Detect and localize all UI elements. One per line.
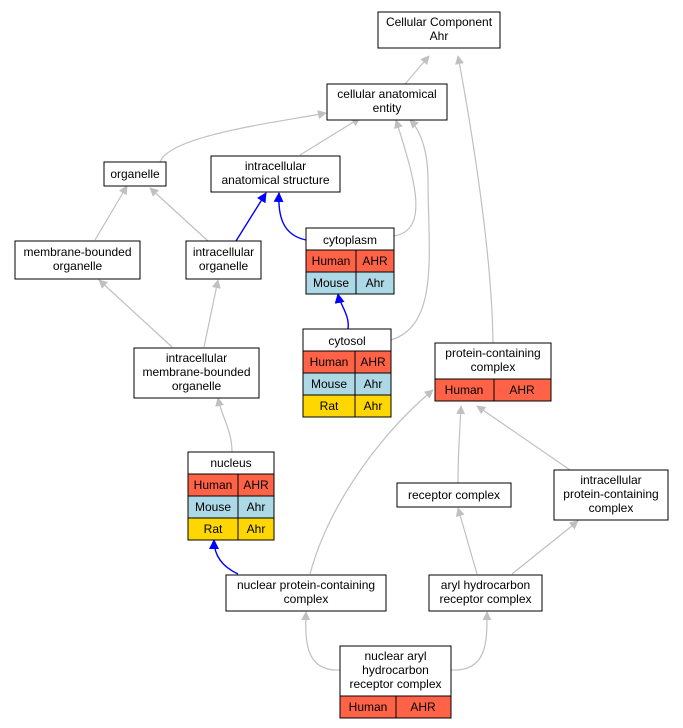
node-intracellular-anatomical-structure[interactable]: intracellular anatomical structure bbox=[210, 155, 341, 193]
node-label: intracellular bbox=[193, 245, 254, 259]
node-nuclear-protein-containing-complex[interactable]: nuclear protein-containing complex bbox=[225, 574, 387, 612]
edge-ahrc-to-rc bbox=[455, 507, 478, 575]
node-membrane-bounded-organelle[interactable]: membrane-bounded organelle bbox=[14, 240, 141, 280]
node-label: complex bbox=[284, 592, 329, 606]
node-label: complex bbox=[471, 360, 516, 374]
node-title: nucleus bbox=[210, 456, 251, 470]
row-rat bbox=[303, 395, 391, 417]
row-human bbox=[435, 379, 551, 401]
edge-nahrc-to-ahrc bbox=[450, 611, 492, 671]
species-label: Mouse bbox=[311, 377, 347, 391]
gene-label: AHR bbox=[362, 254, 388, 268]
gene-label: AHR bbox=[243, 478, 269, 492]
row-mouse bbox=[303, 373, 391, 395]
edge-cytoplasm-to-ias bbox=[273, 192, 307, 241]
edge-io-to-organelle bbox=[149, 187, 209, 242]
edges bbox=[94, 55, 579, 671]
node-receptor-complex[interactable]: receptor complex bbox=[396, 482, 512, 508]
node-title: cytosol bbox=[328, 334, 365, 348]
node-label: receptor complex bbox=[439, 592, 531, 606]
edge-imbo-to-mbo bbox=[98, 279, 173, 348]
node-label: receptor complex bbox=[349, 677, 441, 691]
edge-ipcc-to-pcc bbox=[476, 405, 571, 471]
node-label: organelle bbox=[199, 259, 249, 273]
node-cellular-anatomical-entity[interactable]: cellular anatomical entity bbox=[326, 83, 448, 121]
node-label: entity bbox=[373, 101, 402, 115]
edge-ahrc-to-ipcc bbox=[511, 520, 579, 575]
species-label: Human bbox=[310, 355, 349, 369]
node-title: cytoplasm bbox=[323, 233, 377, 247]
edge-ias-to-cae bbox=[299, 117, 361, 156]
row-human bbox=[306, 250, 394, 272]
node-label: intracellular bbox=[166, 351, 227, 365]
gene-label: AHR bbox=[360, 355, 386, 369]
node-nuclear-aryl-hydrocarbon-receptor-complex[interactable]: nuclear aryl hydrocarbon receptor comple… bbox=[339, 645, 452, 719]
edge-io-to-ias bbox=[235, 192, 267, 242]
edge-cytoplasm-to-cae bbox=[393, 119, 417, 237]
node-label: complex bbox=[589, 501, 634, 515]
row-human bbox=[303, 351, 391, 373]
node-label: intracellular bbox=[580, 473, 641, 487]
node-label: Cellular Component bbox=[386, 15, 493, 29]
edge-pcc-to-root bbox=[455, 55, 494, 344]
row-mouse bbox=[306, 272, 394, 294]
species-label: Rat bbox=[204, 522, 223, 536]
species-label: Human bbox=[349, 700, 388, 714]
species-label: Human bbox=[312, 254, 351, 268]
node-label: nuclear protein-containing bbox=[237, 578, 375, 592]
species-label: Mouse bbox=[195, 500, 231, 514]
node-label: protein-containing bbox=[445, 346, 540, 360]
node-label: intracellular bbox=[245, 159, 306, 173]
node-aryl-hydrocarbon-receptor-complex[interactable]: aryl hydrocarbon receptor complex bbox=[428, 574, 543, 612]
node-cellular-component[interactable]: Cellular Component Ahr bbox=[377, 11, 501, 49]
node-intracellular-protein-containing-complex[interactable]: intracellular protein-containing complex bbox=[553, 469, 669, 521]
edge-organelle-to-cae bbox=[159, 110, 327, 163]
node-organelle[interactable]: organelle bbox=[103, 161, 167, 187]
edge-cae-to-root bbox=[404, 55, 430, 85]
edge-nucleus-to-imbo bbox=[215, 397, 233, 453]
node-label: protein-containing bbox=[563, 487, 658, 501]
species-label: Mouse bbox=[313, 276, 349, 290]
species-label: Human bbox=[445, 383, 484, 397]
species-label: Human bbox=[194, 478, 233, 492]
node-label: anatomical structure bbox=[221, 173, 329, 187]
node-label: receptor complex bbox=[408, 488, 500, 502]
gene-label: Ahr bbox=[247, 522, 266, 536]
node-label: Ahr bbox=[430, 29, 449, 43]
node-label: organelle bbox=[172, 379, 222, 393]
gene-label: Ahr bbox=[364, 399, 383, 413]
node-label: organelle bbox=[110, 167, 160, 181]
node-label: membrane-bounded bbox=[23, 245, 131, 259]
node-label: nuclear aryl bbox=[364, 649, 426, 663]
gene-label: Ahr bbox=[366, 276, 385, 290]
edge-nahrc-to-npcc bbox=[301, 611, 341, 671]
species-label: Rat bbox=[320, 399, 339, 413]
row-human bbox=[188, 474, 274, 496]
node-label: membrane-bounded bbox=[142, 365, 250, 379]
node-protein-containing-complex[interactable]: protein-containing complex Human AHR bbox=[434, 342, 552, 402]
edge-mbo-to-organelle bbox=[94, 185, 128, 241]
node-label: cellular anatomical bbox=[337, 87, 436, 101]
gene-label: AHR bbox=[509, 383, 535, 397]
row-mouse bbox=[188, 496, 274, 518]
node-nucleus[interactable]: nucleus Human AHR Mouse Ahr Rat Ahr bbox=[187, 451, 275, 541]
gene-label: AHR bbox=[410, 700, 436, 714]
edge-cytosol-to-cytoplasm bbox=[334, 293, 349, 330]
gene-label: Ahr bbox=[247, 500, 266, 514]
node-label: aryl hydrocarbon bbox=[441, 578, 530, 592]
edge-imbo-to-io bbox=[203, 279, 221, 348]
edge-npcc-to-pcc bbox=[309, 389, 434, 575]
edge-rc-to-pcc bbox=[456, 405, 466, 484]
node-label: hydrocarbon bbox=[362, 663, 429, 677]
node-label: organelle bbox=[53, 259, 103, 273]
node-intracellular-membrane-bounded-organelle[interactable]: intracellular membrane-bounded organelle bbox=[133, 347, 260, 399]
gene-label: Ahr bbox=[364, 377, 383, 391]
node-intracellular-organelle[interactable]: intracellular organelle bbox=[185, 240, 262, 280]
node-cytosol[interactable]: cytosol Human AHR Mouse Ahr Rat Ahr bbox=[302, 328, 392, 418]
edge-cytosol-to-cae bbox=[390, 119, 430, 341]
node-cytoplasm[interactable]: cytoplasm Human AHR Mouse Ahr bbox=[305, 227, 395, 295]
edge-npcc-to-nucleus bbox=[209, 539, 239, 575]
row-rat bbox=[188, 518, 274, 540]
